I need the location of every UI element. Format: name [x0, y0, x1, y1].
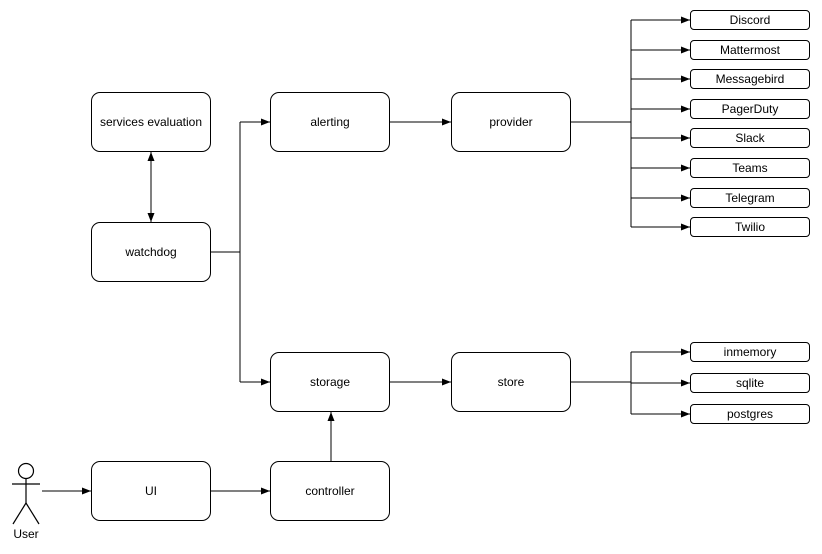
leaf-messagebird: Messagebird: [690, 69, 810, 89]
node-services-evaluation: services evaluation: [91, 92, 211, 152]
node-controller: controller: [270, 461, 390, 521]
user-actor-icon: [12, 462, 40, 525]
leaf-mattermost: Mattermost: [690, 40, 810, 60]
node-alerting: alerting: [270, 92, 390, 152]
node-ui: UI: [91, 461, 211, 521]
leaf-telegram: Telegram: [690, 188, 810, 208]
leaf-discord: Discord: [690, 10, 810, 30]
leaf-slack: Slack: [690, 128, 810, 148]
leaf-pagerduty: PagerDuty: [690, 99, 810, 119]
user-actor-label: User: [13, 527, 39, 541]
node-provider: provider: [451, 92, 571, 152]
node-watchdog: watchdog: [91, 222, 211, 282]
node-store: store: [451, 352, 571, 412]
leaf-twilio: Twilio: [690, 217, 810, 237]
leaf-inmemory: inmemory: [690, 342, 810, 362]
leaf-teams: Teams: [690, 158, 810, 178]
leaf-sqlite: sqlite: [690, 373, 810, 393]
node-storage: storage: [270, 352, 390, 412]
leaf-postgres: postgres: [690, 404, 810, 424]
